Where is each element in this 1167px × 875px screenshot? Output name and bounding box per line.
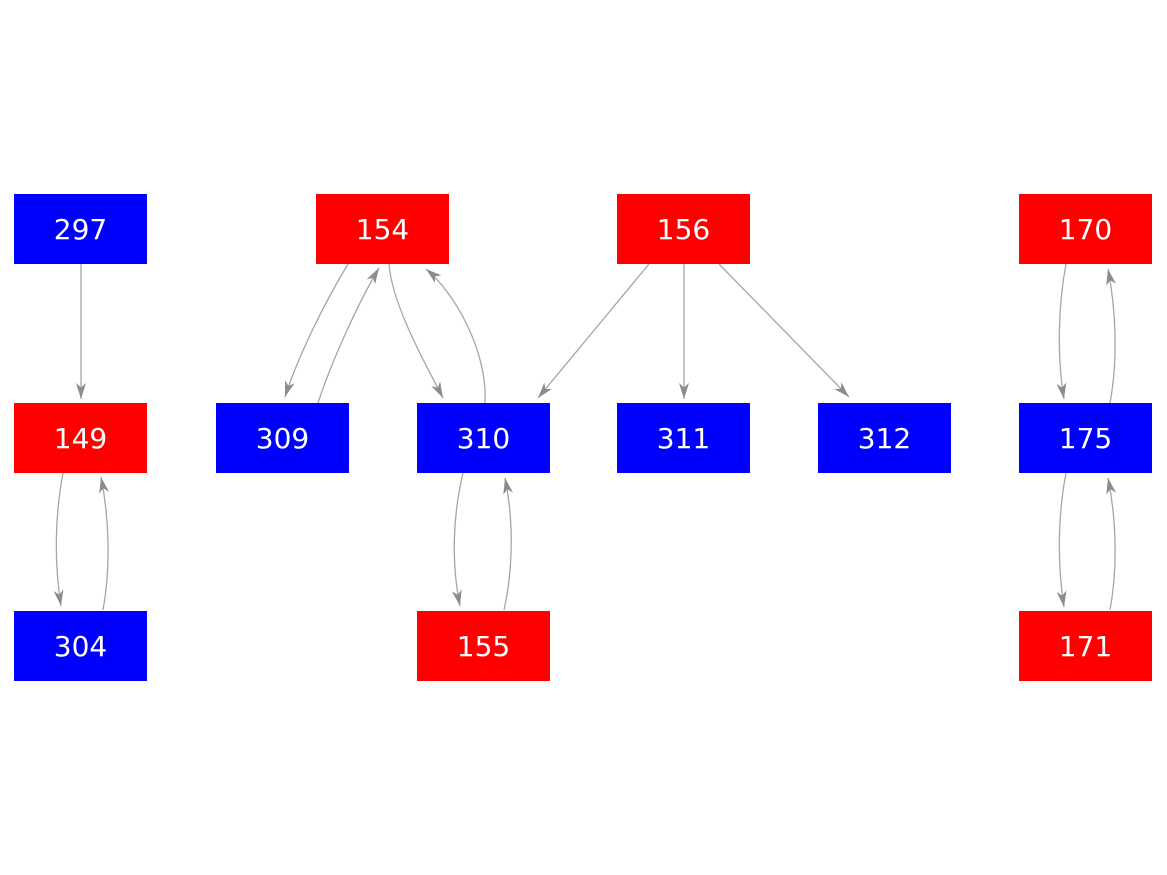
edge-310-155 — [451, 472, 464, 607]
node-171-box — [1019, 611, 1152, 681]
node-154-box — [316, 194, 449, 264]
node-297-box — [14, 194, 147, 264]
edge-175-170 — [1106, 268, 1116, 404]
node-304: 304 — [14, 611, 147, 681]
node-309: 309 — [216, 403, 349, 473]
edge-layer — [53, 263, 1117, 611]
edge-171-175 — [1106, 477, 1117, 611]
edge-154-309 — [284, 263, 349, 398]
node-171-label: 171 — [1059, 630, 1112, 663]
edge-156-312 — [718, 263, 850, 398]
node-155-label: 155 — [457, 630, 510, 663]
node-154-label: 154 — [356, 213, 409, 246]
edge-304-149 — [99, 476, 110, 611]
node-310-label: 310 — [457, 422, 510, 455]
edge-155-310 — [503, 477, 514, 611]
node-175: 175 — [1019, 403, 1152, 473]
node-155-box — [417, 611, 550, 681]
node-156: 156 — [617, 194, 750, 264]
node-312-label: 312 — [858, 422, 911, 455]
node-149-box — [14, 403, 147, 473]
node-312: 312 — [818, 403, 951, 473]
node-304-box — [14, 611, 147, 681]
node-layer: 297 149 304 154 309 310 155 156 — [14, 194, 1152, 681]
node-311-label: 311 — [657, 422, 710, 455]
node-311: 311 — [617, 403, 750, 473]
node-297: 297 — [14, 194, 147, 264]
node-310-box — [417, 403, 550, 473]
node-304-label: 304 — [54, 630, 107, 663]
node-170: 170 — [1019, 194, 1152, 264]
node-154: 154 — [316, 194, 449, 264]
node-171: 171 — [1019, 611, 1152, 681]
node-170-box — [1019, 194, 1152, 264]
node-310: 310 — [417, 403, 550, 473]
node-156-label: 156 — [657, 213, 710, 246]
node-175-label: 175 — [1059, 422, 1112, 455]
edge-154-310 — [388, 263, 444, 399]
node-312-box — [818, 403, 951, 473]
edge-309-154 — [317, 267, 380, 404]
edge-170-175 — [1056, 263, 1067, 400]
edge-175-171 — [1056, 472, 1067, 608]
node-309-label: 309 — [256, 422, 309, 455]
node-309-box — [216, 403, 349, 473]
node-170-label: 170 — [1059, 213, 1112, 246]
node-297-label: 297 — [54, 213, 107, 246]
node-175-box — [1019, 403, 1152, 473]
node-155: 155 — [417, 611, 550, 681]
edge-310-154 — [425, 268, 486, 404]
node-311-box — [617, 403, 750, 473]
node-149: 149 — [14, 403, 147, 473]
node-149-label: 149 — [54, 422, 107, 455]
edge-156-310 — [537, 263, 650, 399]
edge-149-304 — [53, 472, 64, 607]
node-156-box — [617, 194, 750, 264]
